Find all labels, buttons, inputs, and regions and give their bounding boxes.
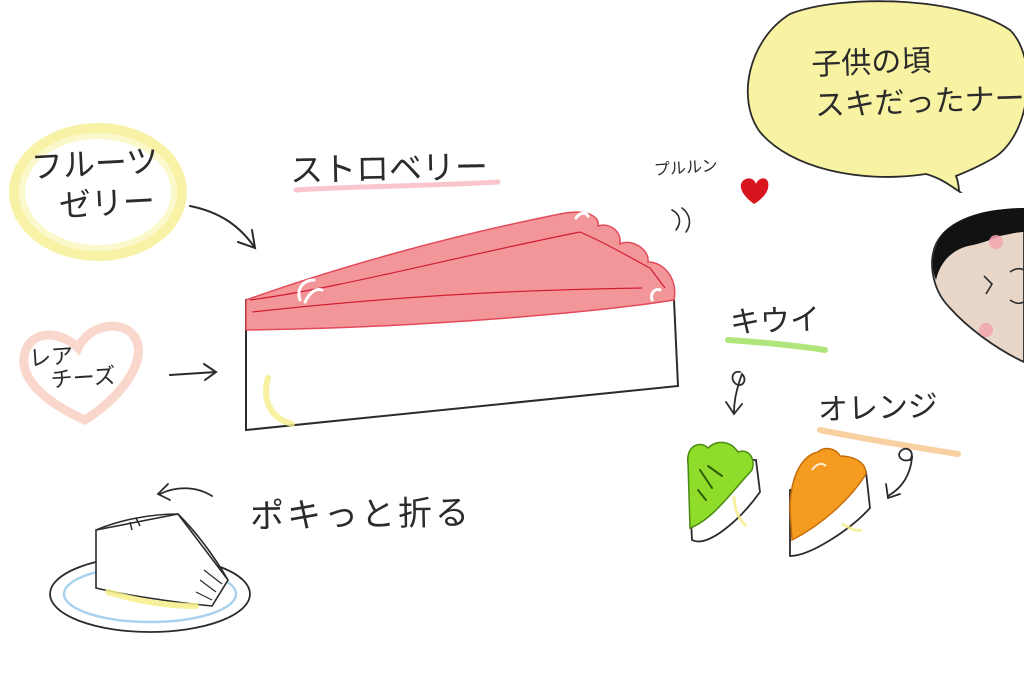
arrow-icon xyxy=(725,370,746,416)
fruit-jelly-line-1: フルーツ xyxy=(30,141,160,187)
cake-shine xyxy=(650,288,662,302)
orange-cake-slice xyxy=(789,447,871,557)
face-sketch xyxy=(931,208,1024,363)
arrow-icon xyxy=(156,483,213,501)
jelly-highlight-ring xyxy=(9,123,187,261)
cheese-heart-highlight xyxy=(19,321,143,426)
cake-on-plate xyxy=(49,513,251,633)
kiwi-cake-slice xyxy=(687,441,761,543)
strawberry-underline xyxy=(293,179,501,193)
cake-shine xyxy=(297,278,324,304)
jelly-highlight-inner xyxy=(19,133,177,251)
kiwi-label: キウイ xyxy=(729,302,821,341)
strawberry-label: ストロベリー xyxy=(289,147,489,190)
cake-shine xyxy=(574,211,590,220)
cheese-shine xyxy=(263,375,295,427)
arrow-icon xyxy=(189,205,257,250)
wobble-marks xyxy=(671,207,691,233)
snap-break-label: ポキっと折る xyxy=(249,493,473,537)
arrow-icon xyxy=(885,447,914,500)
arrow-icon xyxy=(169,363,218,381)
kiwi-underline xyxy=(725,337,828,353)
rare-cheese-label: レア チーズ xyxy=(28,342,116,394)
orange-label: オレンジ xyxy=(817,388,939,429)
speech-bubble-text: 子供の頃 スキだったナー xyxy=(811,38,1024,126)
speech-bubble xyxy=(746,0,1024,193)
big-cake xyxy=(245,211,680,432)
fruit-jelly-line-2: ゼリー xyxy=(58,181,156,225)
fruit-jelly-label: フルーツ ゼリー xyxy=(30,141,161,225)
rare-cheese-line-2: チーズ xyxy=(49,364,117,394)
cake-jelly-top xyxy=(245,211,676,331)
speech-line-2: スキだったナー xyxy=(814,80,1024,124)
heart-icon xyxy=(740,178,769,204)
orange-underline xyxy=(817,427,961,457)
